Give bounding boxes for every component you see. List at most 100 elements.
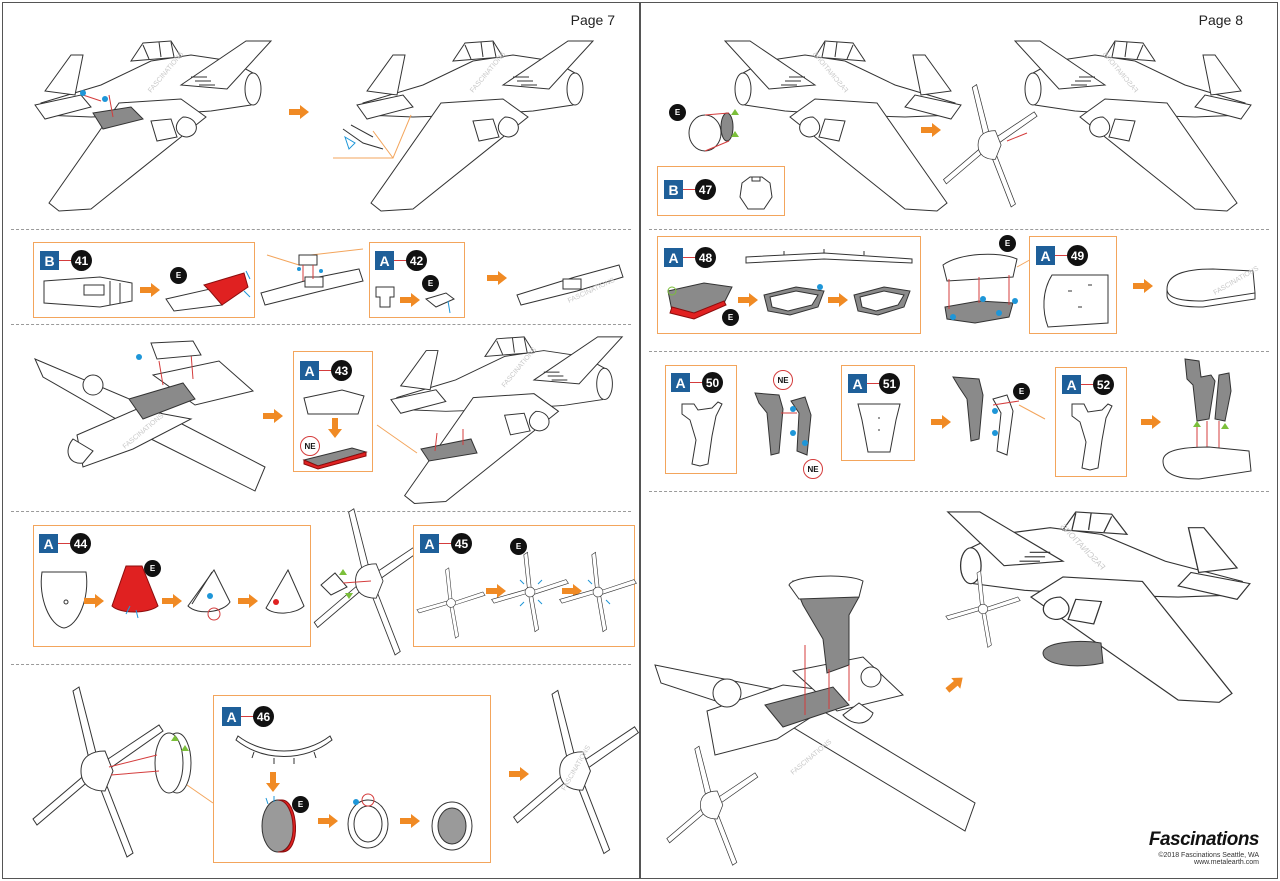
step-50-panel: A 50 [665,365,737,474]
sheet-letter: A [1036,246,1055,265]
step-43-badge: A 43 [300,360,352,381]
step-number: 44 [70,533,91,554]
spinner-cone [187,569,231,621]
fuselage-with-bracket: FASCINATIONS [516,264,624,306]
instruction-page-8: Page 8 E B 47 A 48 [640,2,1278,879]
brand-logo: Fascinations [1148,829,1260,850]
edge-label: E [722,309,739,326]
step-arrow-icon [1133,279,1153,293]
step-41-badge: B 41 [40,250,92,271]
step-arrow-icon [921,123,941,137]
edge-label: E [292,796,309,813]
step-51-panel: A 51 [841,365,915,461]
cover-part [303,389,365,415]
stand-post-side-part [1071,403,1113,471]
website-url: www.metalearth.com [1194,859,1259,866]
step-arrow-down-icon [266,772,280,792]
sheet-letter: A [39,534,58,553]
step-51-badge: A 51 [848,373,900,394]
stand-over-plane-underside: FASCINATIONS [654,575,976,866]
step-arrow-icon [289,105,309,119]
not-edge-label: NE [773,370,793,390]
sheet-letter: A [375,251,394,270]
bracket-part [375,286,395,308]
step-46-badge: A 46 [222,706,274,727]
step-arrow-down-icon [328,418,342,438]
finished-plane-on-stand [945,511,1251,703]
step-arrow-icon [318,814,338,828]
cover-folded-red [302,447,368,470]
step-number: 50 [702,372,723,393]
svg-text:FASCINATIONS: FASCINATIONS [790,738,834,776]
step-number: 43 [331,360,352,381]
spinner-finished [265,568,305,614]
sheet-letter: A [300,361,319,380]
sheet-letter: B [40,251,59,270]
step-47-panel: B 47 [657,166,785,216]
step-49-panel: A 49 [1029,236,1117,334]
edge-label: E [1013,383,1030,400]
step-arrow-icon [400,293,420,307]
spinner-rolled-red [111,565,159,619]
step-number: 48 [695,247,716,268]
sheet-letter: A [848,374,867,393]
spinner-flat-part [40,571,88,629]
stand-post-folding [754,392,812,456]
stand-rim-red [667,282,733,320]
stand-top-finished: FASCINATIONS [1166,265,1260,308]
fuselage-part [43,276,133,308]
plane-with-propeller-stage [943,40,1252,212]
step-arrow-icon [738,293,758,307]
step-number: 46 [253,706,274,727]
sheet-letter: A [222,707,241,726]
cowl-rolled-red [261,796,296,853]
step-44-panel: A 44 E [33,525,311,647]
propeller-with-spinner [313,508,427,656]
edge-label: E [144,560,161,577]
brand-block: Fascinations ©2018 Fascinations Seattle,… [1148,829,1260,866]
propeller-and-cowl [32,686,214,858]
sheet-letter: A [420,534,439,553]
step-number: 51 [879,373,900,394]
step-42-panel: A 42 E [369,242,465,318]
step-arrow-icon [400,814,420,828]
step-48-badge: A 48 [664,247,716,268]
cowl-finished [431,801,473,851]
plane-with-cover [376,336,623,504]
propeller-flat [416,567,486,639]
propeller-with-cowl-finished: FASCINATIONS [513,689,639,855]
propeller-shaped [559,552,637,632]
step-arrow-icon [828,293,848,307]
step-52-panel: A 52 [1055,367,1127,477]
step-arrow-icon [263,409,283,423]
plane-gear-stage-after [333,40,594,212]
step-arrow-icon [1141,415,1161,429]
propeller-bent [491,552,569,632]
page-number: Page 8 [1198,12,1243,28]
step-46-panel: A 46 E [213,695,491,863]
step-arrow-icon [238,594,258,608]
step-arrow-icon [487,271,507,285]
step-44-badge: A 44 [39,533,91,554]
step-number: 47 [695,179,716,200]
step-45-badge: A 45 [420,533,472,554]
not-edge-label: NE [803,459,823,479]
fuselage-folded-red [165,270,251,312]
step-50-badge: A 50 [671,372,723,393]
edge-label: E [669,104,686,121]
cowl-ring [347,793,389,849]
step-arrow-icon [931,415,951,429]
step-number: 42 [406,250,427,271]
edge-label: E [170,267,187,284]
step-arrow-icon [140,283,160,297]
step-number: 45 [451,533,472,554]
instruction-page-7: Page 7 B 41 E [2,2,640,879]
step-49-badge: A 49 [1036,245,1088,266]
cowl-strip-part [235,735,333,764]
edge-label: E [422,275,439,292]
stand-strip-part [745,249,913,264]
stand-rim-grey [763,284,825,316]
sheet-letter: A [671,373,690,392]
sheet-letter: A [1062,375,1081,394]
stand-rim-finished [853,286,911,316]
